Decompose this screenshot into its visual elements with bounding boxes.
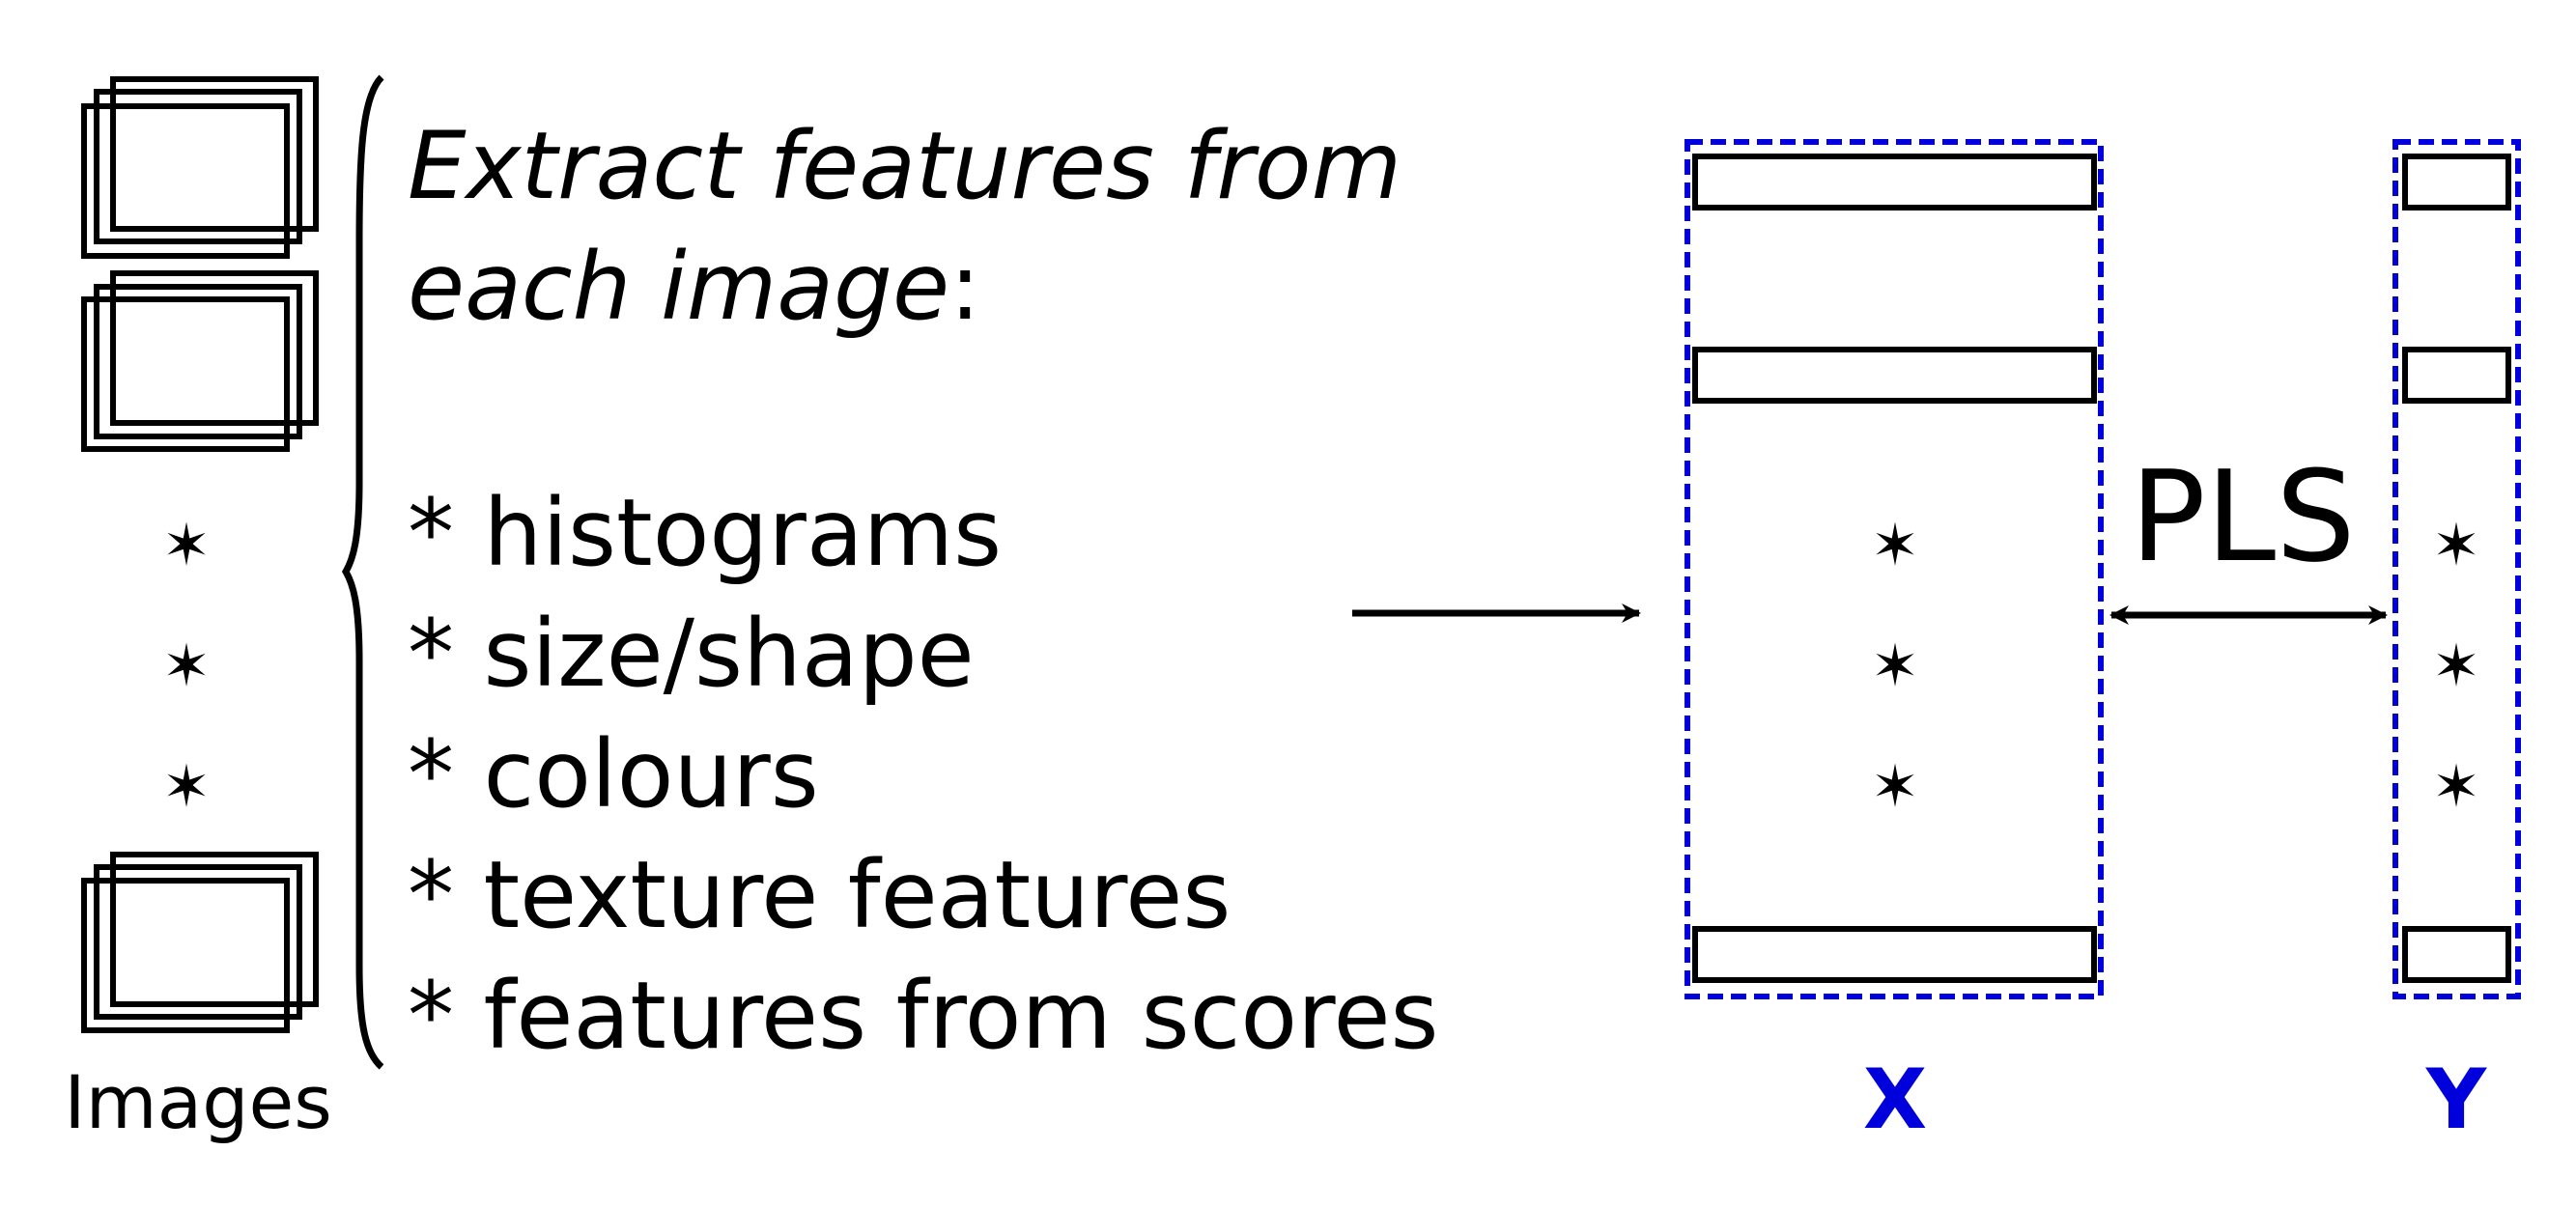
extract-line-2-italic: each image xyxy=(408,233,949,341)
feature-item: * colours xyxy=(408,720,819,828)
x-dots-1: ✶ xyxy=(1871,512,1919,579)
y-dots-1: ✶ xyxy=(2432,512,2480,579)
extract-line-2-colon: : xyxy=(949,233,980,341)
y-row-2 xyxy=(2402,347,2511,404)
image-stack-1-icon xyxy=(81,76,319,259)
x-dots-3: ✶ xyxy=(1871,753,1919,821)
extract-line-1: Extract features from xyxy=(408,112,1401,220)
y-dots-3: ✶ xyxy=(2432,753,2480,821)
curly-brace xyxy=(341,74,384,1070)
image-dots-1: ✶ xyxy=(162,512,211,579)
x-row-2 xyxy=(1692,347,2097,404)
extract-line-2: each image: xyxy=(408,233,980,341)
image-dots-2: ✶ xyxy=(162,632,211,700)
feature-item: * histograms xyxy=(408,479,1002,587)
image-stack-2-icon xyxy=(81,270,319,452)
x-matrix-label: X xyxy=(1863,1052,1927,1148)
feature-item: * texture features xyxy=(408,841,1231,949)
feature-item: * size/shape xyxy=(408,600,975,708)
image-stack-3-icon xyxy=(81,852,319,1033)
pls-label: PLS xyxy=(2130,443,2355,590)
y-matrix-border xyxy=(2392,139,2521,999)
y-row-1 xyxy=(2402,154,2511,211)
images-label: Images xyxy=(64,1059,332,1145)
y-matrix-label: Y xyxy=(2425,1052,2488,1148)
x-row-last xyxy=(1692,926,2097,983)
y-dots-2: ✶ xyxy=(2432,632,2480,700)
y-row-last xyxy=(2402,926,2511,983)
image-dots-3: ✶ xyxy=(162,753,211,821)
feature-item: * features from scores xyxy=(408,962,1439,1070)
x-row-1 xyxy=(1692,154,2097,211)
x-dots-2: ✶ xyxy=(1871,632,1919,700)
x-matrix-border xyxy=(1684,139,2104,999)
